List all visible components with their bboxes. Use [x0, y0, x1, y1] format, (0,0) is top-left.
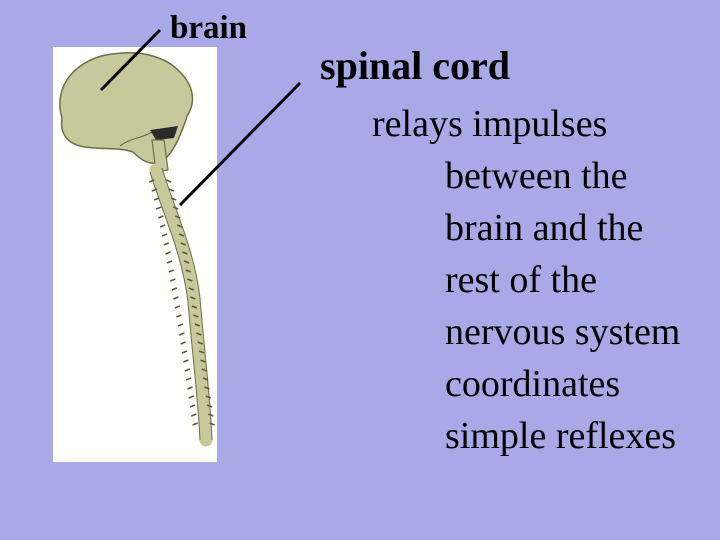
spinal-nerve-tick — [205, 395, 212, 399]
spinal-nerve-tick — [198, 350, 205, 354]
brain-shape — [59, 52, 194, 164]
spinal-nerve-tick — [174, 215, 181, 219]
spinal-nerve-tick — [173, 296, 179, 300]
description-line: rest of the — [445, 259, 597, 301]
spinal-nerve-tick — [171, 287, 178, 291]
spinal-nerve-tick — [180, 341, 186, 345]
spinal-nerve-tick — [170, 197, 177, 201]
spinal-nerve-tick — [194, 323, 201, 327]
spinal-nerve-tick — [182, 251, 188, 255]
description-line: simple reflexes — [445, 415, 677, 457]
spinal-nerve-tick — [168, 269, 175, 273]
spinal-nerve-tick — [181, 350, 188, 354]
brainstem-shadow — [150, 126, 178, 140]
description-line: relays impulses — [372, 103, 608, 145]
spinal-nerve-tick — [176, 314, 182, 318]
spinal-nerve-tick — [187, 386, 193, 390]
spinal-nerve-tick — [168, 188, 175, 192]
brain-pointer-line — [99, 28, 162, 92]
spinal-nerve-tick — [197, 341, 203, 345]
spinal-nerve-tick — [178, 332, 185, 336]
spinal-nerve-tick — [151, 188, 158, 192]
spinal-nerve-tick — [153, 197, 160, 201]
spinal-nerve-tick — [184, 368, 191, 372]
spinal-nerve-tick — [200, 359, 206, 363]
spinal-nerve-tick — [193, 314, 199, 318]
spinal-nerve-tick — [165, 251, 171, 255]
spinal-nerve-tick — [183, 359, 189, 363]
spinal-nerve-tick — [189, 404, 196, 408]
description-line: nervous system — [445, 311, 681, 353]
spinal-nerve-tick — [206, 404, 213, 408]
spinal-nerve-tick — [185, 269, 192, 273]
spinal-nerve-tick — [178, 233, 185, 237]
spinal-nerve-tick — [192, 422, 198, 426]
spinal-cord — [149, 163, 213, 447]
spinal-nerve-tick — [209, 422, 215, 426]
description-line: brain and the — [445, 207, 644, 249]
spinal-nerve-tick — [159, 224, 166, 228]
spinal-nerve-tick — [180, 242, 187, 246]
spinal-cord-outline-left — [149, 171, 201, 441]
spinal-nerve-tick — [188, 395, 195, 399]
spinal-nerves — [148, 179, 215, 426]
description-line: between the — [445, 155, 628, 197]
spinal-nerve-tick — [204, 386, 210, 390]
spinal-nerve-tick — [157, 215, 164, 219]
spinal-nerve-tick — [187, 278, 193, 282]
brain-fold-line — [119, 131, 153, 147]
spinal-nerve-tick — [202, 377, 209, 381]
brain-label: brain — [170, 10, 248, 46]
spinal-nerve-tick — [177, 323, 184, 327]
spinal-nerve-tick — [161, 233, 168, 237]
spinal-nerve-tick — [155, 206, 162, 210]
spinal-nerve-tick — [185, 377, 192, 381]
spinal-nerve-tick — [166, 260, 173, 264]
spinal-nerve-tick — [148, 179, 155, 183]
spinal-nerve-tick — [174, 305, 181, 309]
spinal-nerve-tick — [201, 368, 208, 372]
spinal-cord-pointer-line — [178, 81, 302, 207]
spinal-nerve-tick — [191, 305, 198, 309]
spinal-cord-title: spinal cord — [320, 43, 511, 88]
spinal-nerve-tick — [183, 260, 190, 264]
spinal-nerve-tick — [170, 278, 176, 282]
spinal-nerve-tick — [165, 179, 172, 183]
spinal-nerve-tick — [195, 332, 202, 336]
spinal-nerve-tick — [190, 296, 196, 300]
spinal-nerve-tick — [188, 287, 195, 291]
spinal-nerve-tick — [172, 206, 179, 210]
spinal-nerve-tick — [208, 413, 214, 417]
spinal-nerve-tick — [191, 413, 197, 417]
spinal-nerve-tick — [176, 224, 183, 228]
description-line: coordinates — [445, 363, 621, 405]
spinal-nerve-tick — [163, 242, 170, 246]
